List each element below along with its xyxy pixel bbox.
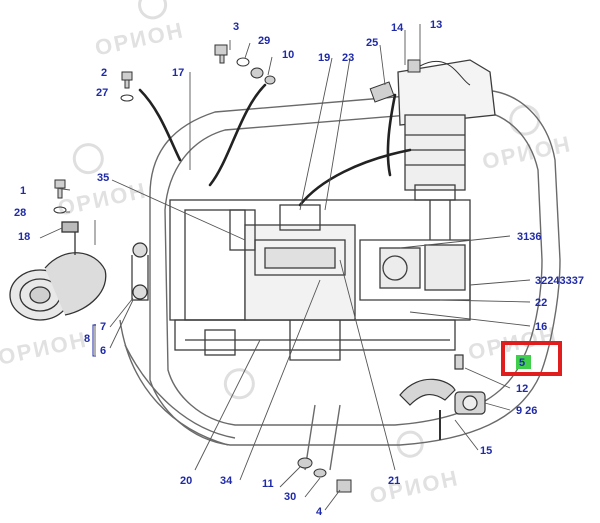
gear-logo-icon xyxy=(72,143,104,175)
callout-18: 18 xyxy=(18,231,30,243)
highlight-fill xyxy=(516,355,531,369)
callout-20: 20 xyxy=(180,475,192,487)
callout-12: 12 xyxy=(516,383,528,395)
gear-logo-icon xyxy=(223,368,255,400)
callout-11: 11 xyxy=(262,478,274,490)
callout-10: 10 xyxy=(282,49,294,61)
callout-19: 19 xyxy=(318,52,330,64)
sensor-icon xyxy=(369,59,471,103)
gear-logo-icon xyxy=(396,430,424,458)
group-bracket xyxy=(92,324,96,357)
callout-4: 4 xyxy=(316,506,323,518)
highlight-box xyxy=(501,341,562,376)
bracket-icon xyxy=(131,242,149,301)
watermark-top: ОРИОН xyxy=(93,0,187,60)
bolt-icon-2 xyxy=(120,71,134,102)
callout-2: 2 xyxy=(101,67,107,79)
callout-16: 16 xyxy=(535,321,547,333)
callout-7: 7 xyxy=(100,321,106,333)
callout-25: 25 xyxy=(366,37,378,49)
bolt-icon-3 xyxy=(214,44,276,85)
bolt-icon-bottom xyxy=(297,457,352,493)
callout-29: 29 xyxy=(258,35,270,47)
valve-icon xyxy=(399,354,486,440)
watermark-text: ОРИОН xyxy=(0,327,90,370)
horn-icon xyxy=(9,221,107,321)
callout-3136: 3136 xyxy=(517,231,541,243)
callout-13: 13 xyxy=(430,19,442,31)
callout-9-26: 9 26 xyxy=(516,405,537,417)
callout-3: 3 xyxy=(233,21,239,33)
watermark-bottom-right: ОРИОН xyxy=(368,430,462,508)
callout-5: 5 xyxy=(519,357,525,369)
callout-30: 30 xyxy=(284,491,296,503)
callout-34: 34 xyxy=(220,475,233,487)
callout-8: 8 xyxy=(84,333,90,345)
callout-23: 23 xyxy=(342,52,354,64)
callout-27: 27 xyxy=(96,87,108,99)
engine-block xyxy=(169,199,471,361)
gear-logo-icon xyxy=(138,0,168,20)
watermark-mid-left: ОРИОН xyxy=(0,327,90,370)
watermark-text: ОРИОН xyxy=(93,17,187,60)
callout-labels: 3 29 10 2 27 17 19 23 25 14 13 35 1 28 1… xyxy=(14,19,584,518)
callout-28: 28 xyxy=(14,207,26,219)
cables xyxy=(138,83,412,207)
callout-1: 1 xyxy=(20,185,26,197)
callout-32243337: 32243337 xyxy=(535,275,584,287)
callout-35: 35 xyxy=(97,172,109,184)
watermark-bottom-left xyxy=(223,368,255,400)
callout-22: 22 xyxy=(535,297,547,309)
callout-14: 14 xyxy=(391,22,404,34)
highlighted-callout[interactable]: 5 xyxy=(501,341,562,376)
watermark-text: ОРИОН xyxy=(480,131,574,174)
callout-21: 21 xyxy=(388,475,400,487)
callout-6: 6 xyxy=(100,345,106,357)
filter-assembly xyxy=(397,59,496,240)
callout-17: 17 xyxy=(172,67,184,79)
gear-logo-icon xyxy=(509,104,541,136)
bolt-icon-1 xyxy=(53,179,67,214)
leader-lines xyxy=(39,24,531,511)
callout-15: 15 xyxy=(480,445,492,457)
watermark-text: ОРИОН xyxy=(368,465,462,508)
